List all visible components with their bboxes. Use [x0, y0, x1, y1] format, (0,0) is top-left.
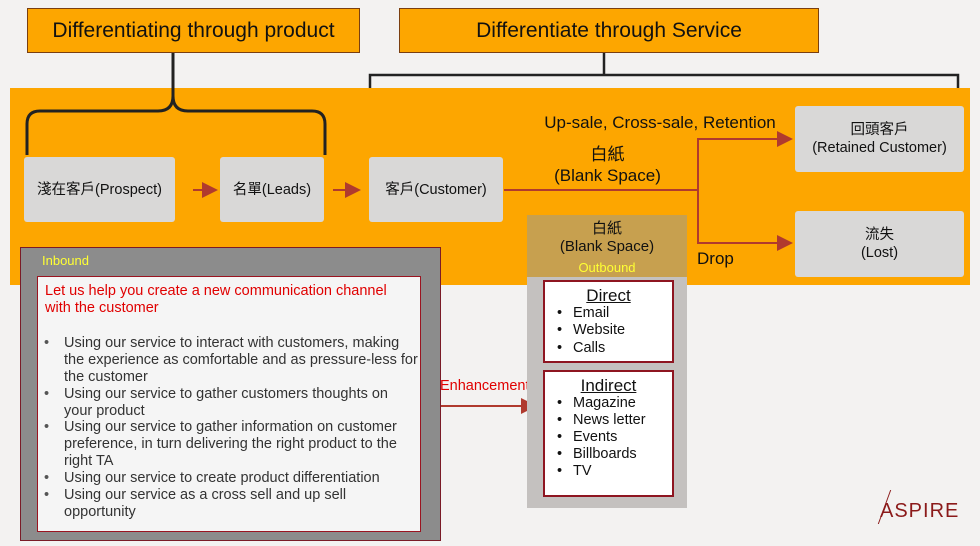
- header-product: Differentiating through product: [27, 8, 360, 53]
- indirect-item: Events: [555, 429, 617, 446]
- indirect-item: News letter: [555, 412, 646, 429]
- node-customer: 客戶(Customer): [369, 157, 503, 222]
- direct-item: Email: [555, 305, 609, 322]
- outbound-header-bg: [527, 215, 687, 277]
- retained-line2: (Retained Customer): [812, 140, 947, 156]
- indirect-item: Billboards: [555, 446, 637, 463]
- header-service: Differentiate through Service: [399, 8, 819, 53]
- service-bracket: [368, 73, 960, 88]
- inbound-bullet: Using our service to gather information …: [44, 419, 419, 470]
- lost-line2: (Lost): [860, 245, 899, 261]
- direct-title: Direct: [586, 286, 631, 305]
- inbound-title: Inbound: [42, 253, 89, 268]
- inbound-bullet: Using our service to create product diff…: [44, 470, 419, 487]
- outbound-subtitle: Outbound: [578, 260, 636, 275]
- aspire-logo: ASPIRE: [880, 500, 960, 522]
- node-retained: 回頭客戶 (Retained Customer): [795, 106, 964, 172]
- inbound-heading: Let us help you create a new communicati…: [45, 283, 387, 316]
- label-upsale: Up-sale, Cross-sale, Retention: [544, 113, 776, 132]
- direct-item: Website: [555, 322, 625, 339]
- indirect-item: Magazine: [555, 395, 636, 412]
- outbound-title: 白紙 (Blank Space): [527, 220, 687, 256]
- node-lost: 流失 (Lost): [795, 211, 964, 277]
- outbound-title-line1: 白紙: [591, 220, 622, 237]
- outbound-title-line2: (Blank Space): [559, 238, 655, 255]
- label-enhancement: Enhancement: [440, 378, 530, 394]
- inbound-bullet: Using our service to gather customers th…: [44, 386, 419, 420]
- label-blank-space: 白紙 (Blank Space): [540, 144, 675, 186]
- indirect-title: Indirect: [580, 376, 637, 395]
- node-prospect: 淺在客戶(Prospect): [24, 157, 175, 222]
- indirect-item: TV: [555, 463, 592, 480]
- blank-line1: 白紙: [590, 145, 625, 164]
- inbound-bullet: Using our service as a cross sell and up…: [44, 487, 419, 521]
- retained-line1: 回頭客戶: [850, 122, 909, 138]
- node-leads: 名單(Leads): [220, 157, 324, 222]
- lost-line1: 流失: [865, 227, 894, 243]
- blank-line2: (Blank Space): [554, 166, 661, 185]
- inbound-bullet: Using our service to interact with custo…: [44, 335, 419, 386]
- label-drop: Drop: [697, 249, 734, 268]
- direct-item: Calls: [555, 340, 605, 357]
